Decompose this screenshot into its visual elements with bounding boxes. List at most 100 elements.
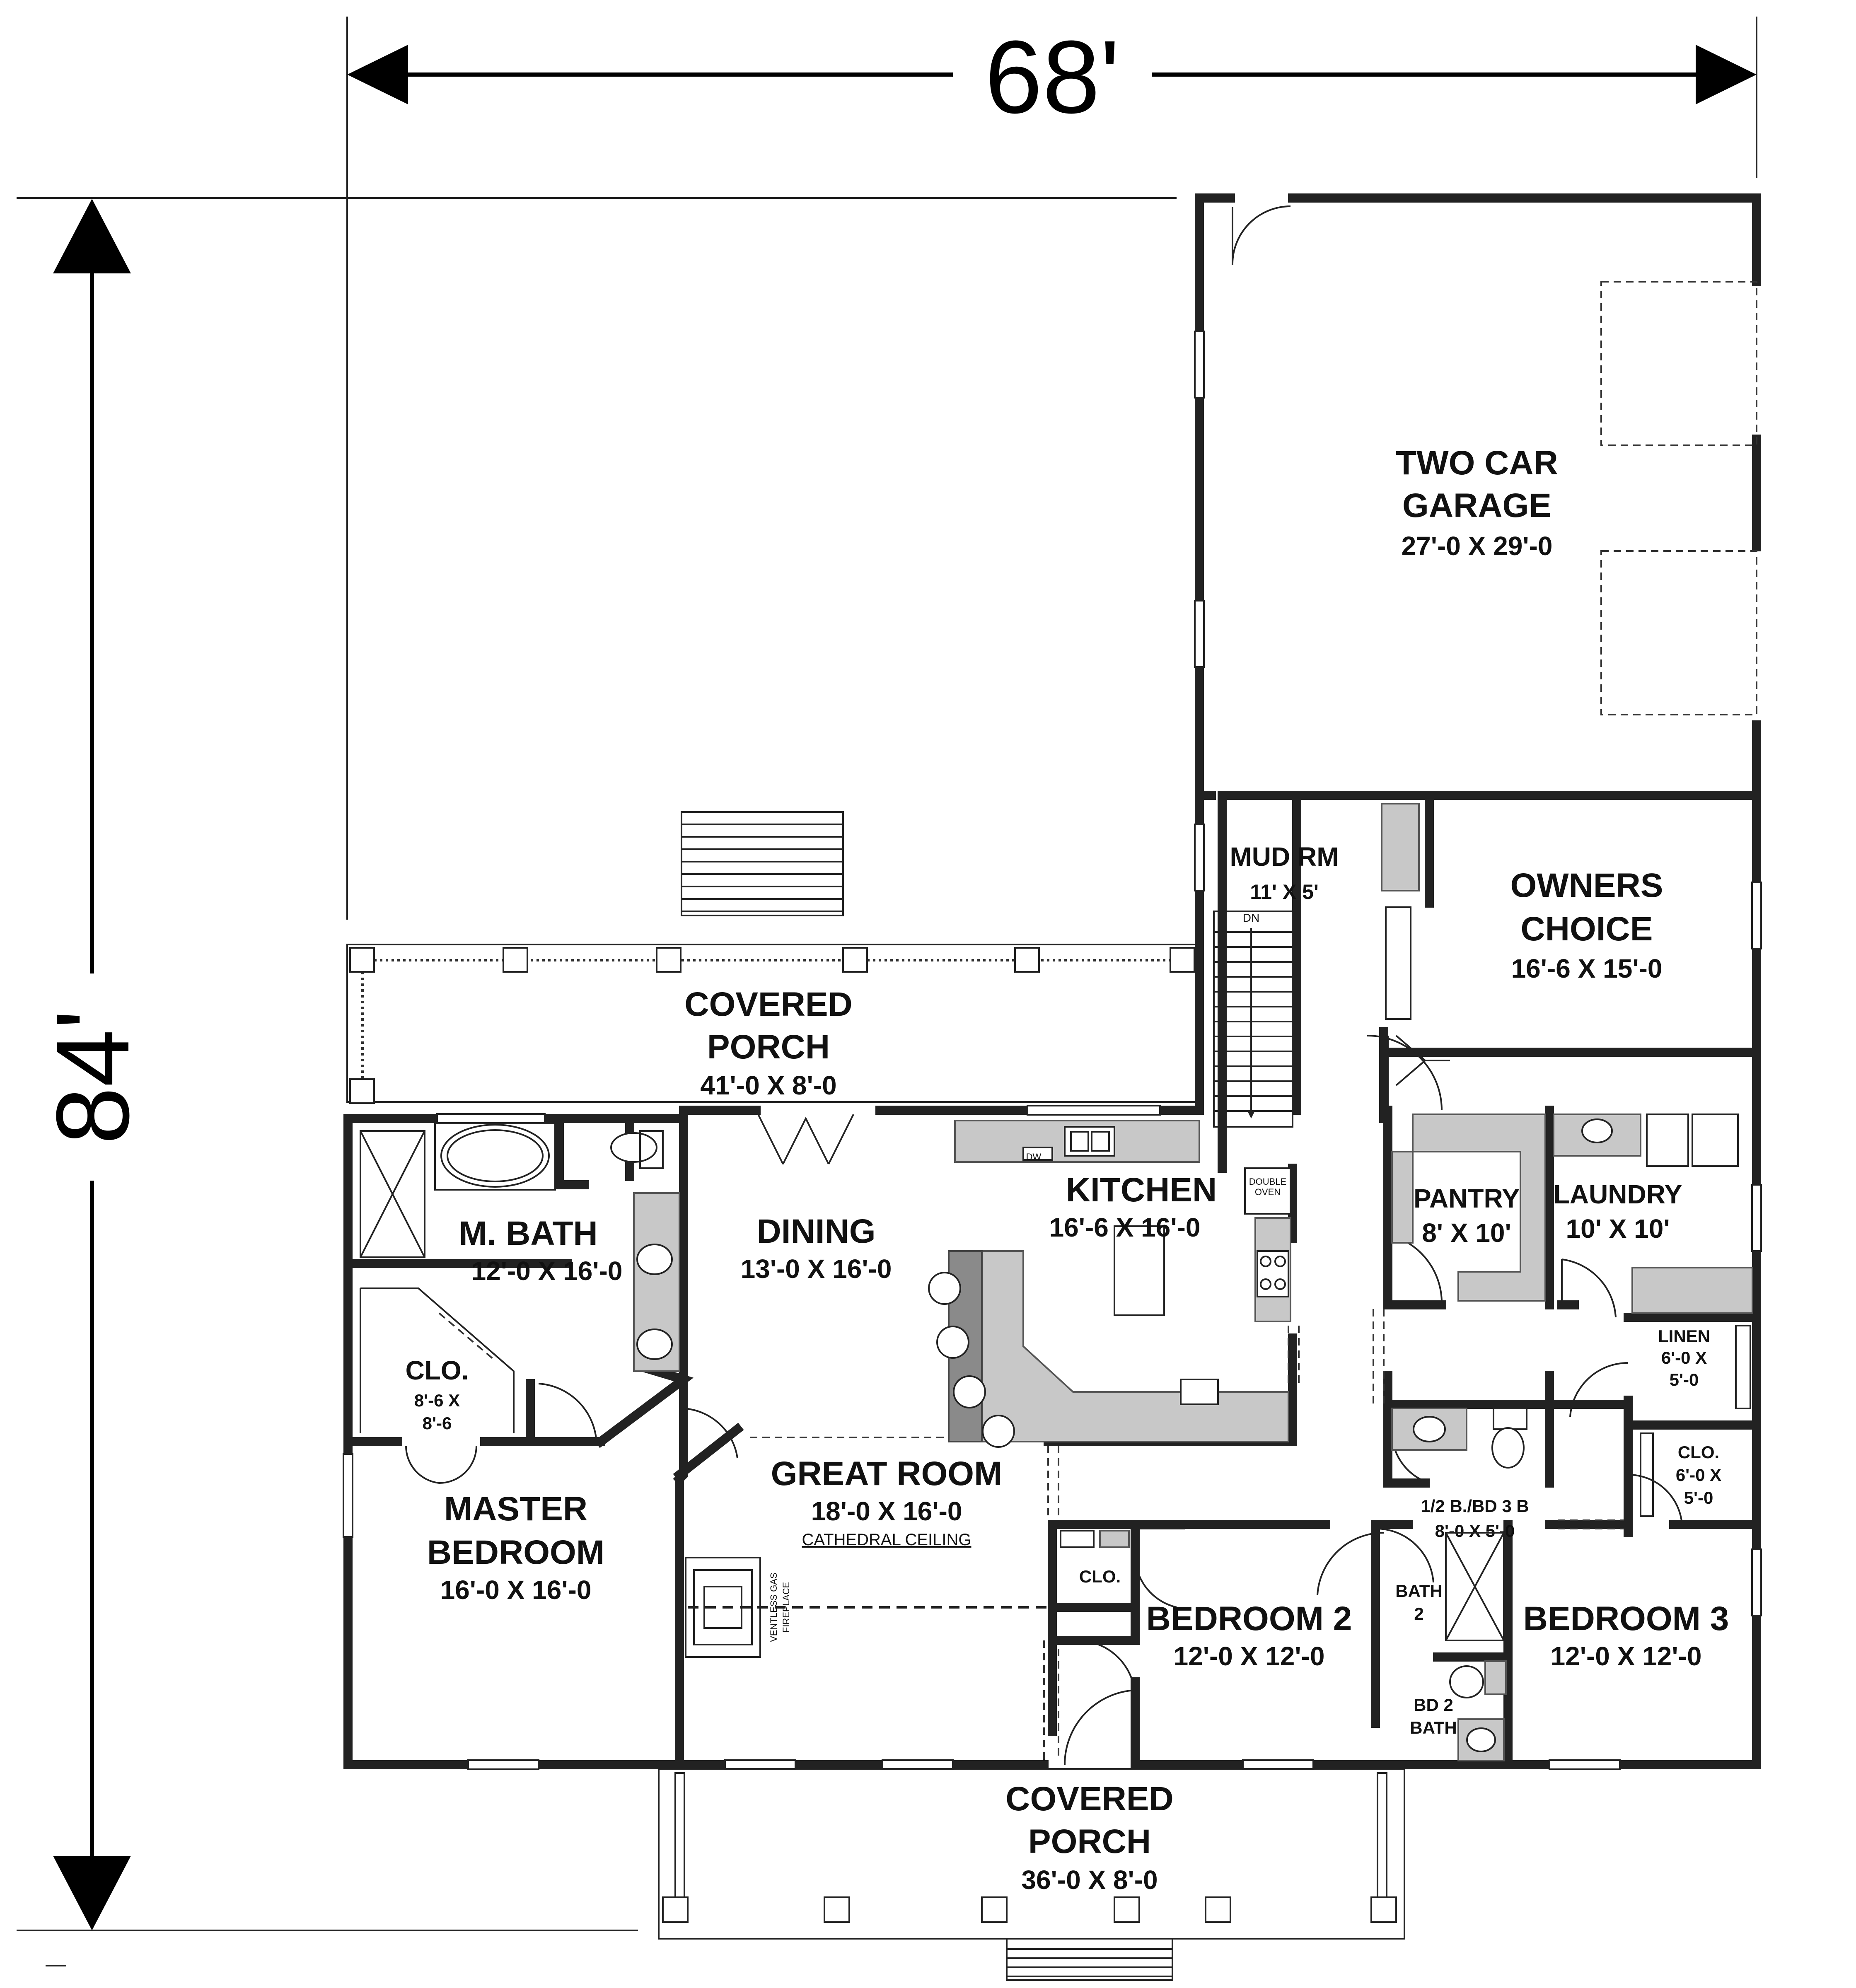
svg-text:5'-0: 5'-0 bbox=[1684, 1488, 1713, 1507]
dryer bbox=[1692, 1114, 1739, 1167]
svg-text:1/2 B./BD 3 B: 1/2 B./BD 3 B bbox=[1421, 1496, 1529, 1516]
dishwasher-label: DW bbox=[1026, 1152, 1042, 1162]
master-bath-label: M. BATH 12'-0 X 16'-0 bbox=[459, 1215, 622, 1286]
toilet bbox=[1449, 1665, 1484, 1698]
svg-text:MASTER: MASTER bbox=[444, 1490, 587, 1528]
svg-text:PANTRY: PANTRY bbox=[1414, 1184, 1520, 1213]
garage-walls bbox=[1194, 193, 1761, 800]
bath-2-label: BATH 2 bbox=[1395, 1581, 1443, 1623]
stair-direction-label: DN bbox=[1243, 911, 1259, 924]
svg-text:BEDROOM 2: BEDROOM 2 bbox=[1146, 1600, 1352, 1638]
svg-text:27'-0 X 29'-0: 27'-0 X 29'-0 bbox=[1402, 531, 1553, 561]
doors bbox=[405, 797, 1683, 1765]
overall-dimensions: 68' 84' bbox=[17, 17, 1757, 1931]
svg-text:8' X 10': 8' X 10' bbox=[1422, 1218, 1511, 1248]
svg-text:LINEN: LINEN bbox=[1658, 1326, 1710, 1346]
garage-label: TWO CAR GARAGE 27'-0 X 29'-0 bbox=[1396, 444, 1558, 561]
master-closet-label: CLO. 8'-6 X 8'-6 bbox=[406, 1355, 469, 1433]
svg-text:KITCHEN: KITCHEN bbox=[1066, 1171, 1217, 1209]
mud-room-label: MUD RM 11' X 5' bbox=[1230, 842, 1339, 903]
overall-width-label: 68' bbox=[985, 19, 1120, 135]
shower bbox=[360, 1130, 425, 1258]
svg-text:GREAT ROOM: GREAT ROOM bbox=[771, 1455, 1003, 1493]
svg-text:BEDROOM 3: BEDROOM 3 bbox=[1523, 1600, 1729, 1638]
svg-text:GARAGE: GARAGE bbox=[1402, 487, 1552, 524]
svg-text:6'-0 X: 6'-0 X bbox=[1676, 1465, 1721, 1485]
toilet bbox=[610, 1132, 657, 1163]
master-closet bbox=[360, 1287, 515, 1433]
pantry-label: PANTRY 8' X 10' bbox=[1414, 1184, 1520, 1248]
laundry-fixtures bbox=[1553, 1114, 1753, 1314]
svg-text:BATH: BATH bbox=[1395, 1581, 1443, 1601]
windows bbox=[343, 824, 1762, 1770]
svg-text:COVERED: COVERED bbox=[684, 986, 853, 1023]
svg-text:5'-0: 5'-0 bbox=[1670, 1370, 1699, 1389]
front-porch-label: COVERED PORCH 36'-0 X 8'-0 bbox=[1005, 1780, 1174, 1895]
svg-text:16'-6 X 15'-0: 16'-6 X 15'-0 bbox=[1511, 954, 1663, 983]
garage-door-left bbox=[1600, 281, 1757, 446]
svg-text:CLO.: CLO. bbox=[406, 1355, 469, 1385]
great-room-label: GREAT ROOM 18'-0 X 16'-0 CATHEDRAL CEILI… bbox=[771, 1455, 1003, 1549]
svg-text:12'-0 X 12'-0: 12'-0 X 12'-0 bbox=[1174, 1641, 1325, 1671]
svg-text:11' X 5': 11' X 5' bbox=[1250, 880, 1319, 903]
garage-door-right bbox=[1600, 550, 1757, 715]
mud-room-bench bbox=[1381, 803, 1420, 891]
bar-stool bbox=[928, 1272, 961, 1305]
bar-stool bbox=[982, 1415, 1015, 1448]
svg-text:BD 2: BD 2 bbox=[1414, 1695, 1453, 1715]
svg-text:2: 2 bbox=[1414, 1604, 1423, 1623]
svg-text:10' X 10': 10' X 10' bbox=[1566, 1214, 1670, 1244]
half-bath-fixtures bbox=[1391, 1408, 1527, 1469]
svg-text:12'-0 X 12'-0: 12'-0 X 12'-0 bbox=[1551, 1641, 1702, 1671]
kitchen-label: KITCHEN 16'-6 X 16'-0 bbox=[1049, 1171, 1217, 1242]
svg-text:12'-0 X 16'-0: 12'-0 X 16'-0 bbox=[471, 1256, 623, 1286]
svg-text:DOUBLE: DOUBLE bbox=[1249, 1176, 1286, 1187]
svg-text:PORCH: PORCH bbox=[1028, 1823, 1151, 1860]
laundry-counter bbox=[1631, 1267, 1753, 1314]
svg-text:CHOICE: CHOICE bbox=[1521, 910, 1653, 948]
svg-text:TWO CAR: TWO CAR bbox=[1396, 444, 1558, 482]
tub bbox=[440, 1124, 550, 1188]
svg-text:BATH: BATH bbox=[1410, 1718, 1457, 1737]
svg-text:M. BATH: M. BATH bbox=[459, 1215, 598, 1252]
dining-label: DINING 13'-0 X 16'-0 bbox=[741, 1213, 892, 1284]
double-oven bbox=[1244, 1167, 1291, 1215]
rear-porch-steps bbox=[681, 811, 844, 916]
front-porch-steps bbox=[1006, 1938, 1173, 1981]
closet-3-label: CLO. 6'-0 X 5'-0 bbox=[1676, 1442, 1721, 1507]
svg-text:16'-6 X 16'-0: 16'-6 X 16'-0 bbox=[1049, 1213, 1201, 1242]
rear-porch bbox=[346, 811, 1197, 1104]
svg-text:OWNERS: OWNERS bbox=[1510, 867, 1663, 904]
half-bath-label: 1/2 B./BD 3 B 8'-0 X 5'-0 bbox=[1421, 1496, 1529, 1541]
svg-text:13'-0 X 16'-0: 13'-0 X 16'-0 bbox=[741, 1254, 892, 1284]
svg-text:BEDROOM: BEDROOM bbox=[427, 1534, 604, 1571]
svg-text:MUD RM: MUD RM bbox=[1230, 842, 1339, 872]
svg-text:DINING: DINING bbox=[757, 1213, 876, 1250]
svg-text:8'-6: 8'-6 bbox=[423, 1413, 452, 1433]
stair: DN bbox=[1213, 911, 1293, 1128]
bd2-bath-label: BD 2 BATH bbox=[1410, 1695, 1457, 1737]
linen-label: LINEN 6'-0 X 5'-0 bbox=[1658, 1326, 1710, 1389]
laundry-label: LAUNDRY 10' X 10' bbox=[1554, 1179, 1682, 1244]
svg-text:CATHEDRAL CEILING: CATHEDRAL CEILING bbox=[802, 1531, 972, 1549]
depth-dimension-arrow bbox=[53, 199, 131, 1930]
bar-stool bbox=[936, 1326, 969, 1359]
svg-text:36'-0 X 8'-0: 36'-0 X 8'-0 bbox=[1021, 1865, 1158, 1895]
front-porch bbox=[658, 1768, 1405, 1981]
svg-text:LAUNDRY: LAUNDRY bbox=[1554, 1179, 1682, 1209]
width-dimension-arrow bbox=[347, 45, 1757, 104]
kitchen-peninsula bbox=[948, 1250, 1289, 1442]
svg-text:8'-0 X 5'-0: 8'-0 X 5'-0 bbox=[1435, 1521, 1515, 1541]
svg-text:16'-0 X 16'-0: 16'-0 X 16'-0 bbox=[440, 1575, 592, 1605]
svg-text:COVERED: COVERED bbox=[1005, 1780, 1174, 1818]
mud-room-closet bbox=[1385, 906, 1411, 1020]
bedroom-3-label: BEDROOM 3 12'-0 X 12'-0 bbox=[1523, 1600, 1729, 1671]
closet-2-label: CLO. bbox=[1079, 1567, 1121, 1586]
svg-text:6'-0 X: 6'-0 X bbox=[1661, 1348, 1707, 1367]
svg-text:CLO.: CLO. bbox=[1678, 1442, 1719, 1462]
overall-depth-label: 84' bbox=[35, 1010, 150, 1145]
rear-porch-label: COVERED PORCH 41'-0 X 8'-0 bbox=[684, 986, 853, 1100]
svg-text:18'-0 X 16'-0: 18'-0 X 16'-0 bbox=[811, 1496, 962, 1526]
pantry-shelves bbox=[1412, 1114, 1546, 1302]
master-bath-fixtures bbox=[360, 1123, 680, 1372]
